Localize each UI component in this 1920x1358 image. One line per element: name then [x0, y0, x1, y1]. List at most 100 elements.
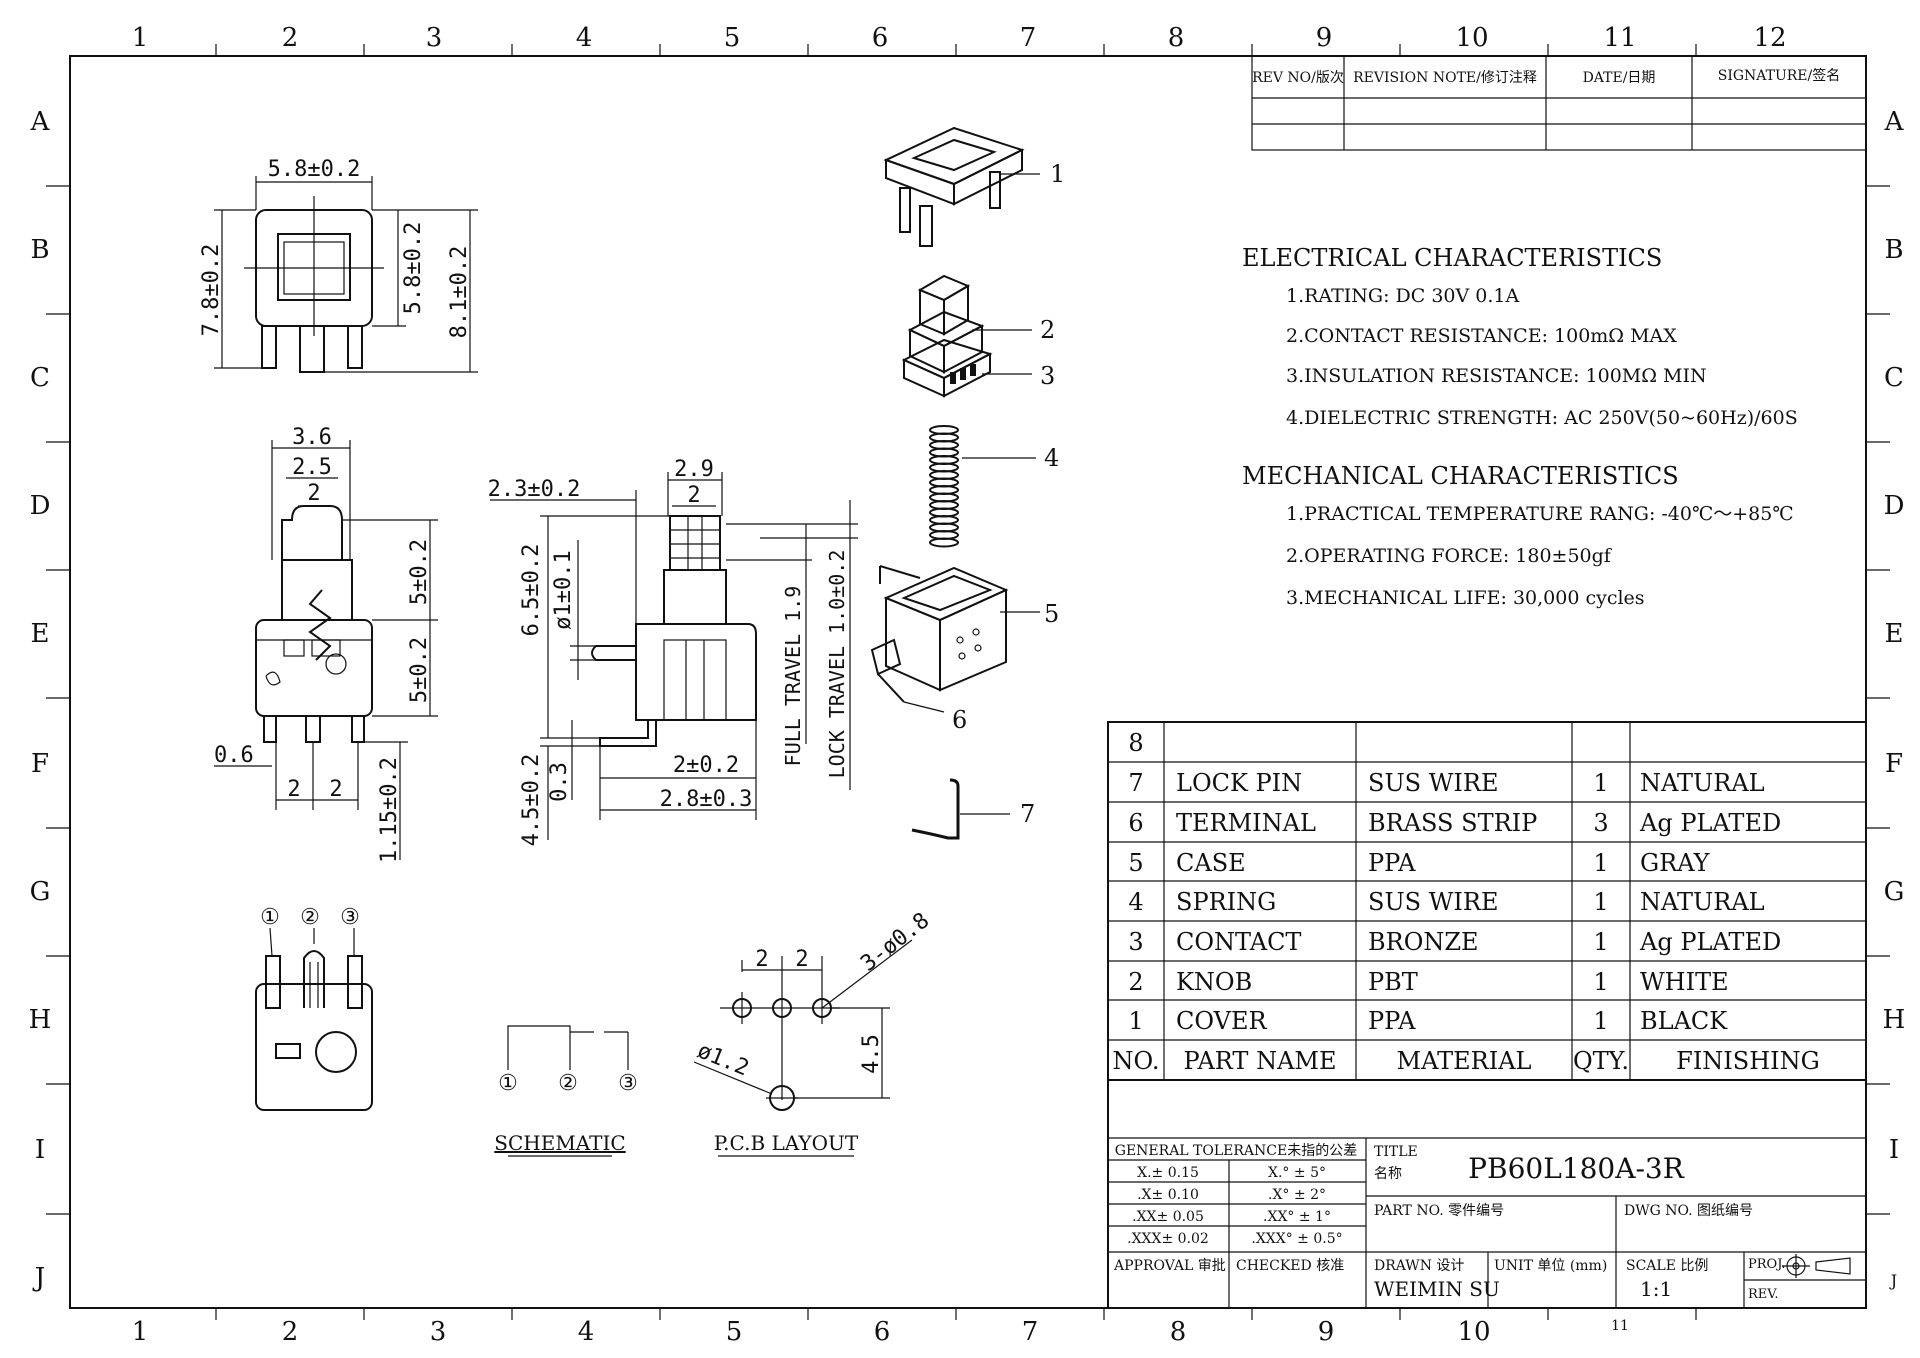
dim-side-lower: 4.5±0.2	[519, 754, 544, 847]
dim-top-height: 7.8±0.2	[199, 244, 224, 337]
border-col-label: 1	[132, 23, 149, 53]
title-label-cn: 名称	[1374, 1166, 1402, 1182]
balloon-3: 3	[1040, 362, 1055, 390]
front-view: 3.6 2.5 2 5±0.2 5±0.2 0.6 2 2 1.15±0.2	[214, 425, 438, 863]
dim-side-height: 6.5±0.2	[519, 544, 544, 637]
bom-cell: TERMINAL	[1176, 809, 1316, 837]
border-row-label: C	[1884, 363, 1904, 393]
bottom-view: ① ② ③	[255, 905, 373, 1111]
border-col-label: 1	[132, 1317, 149, 1347]
border-col-label: 2	[282, 23, 299, 53]
part-no-label: PART NO. 零件编号	[1374, 1203, 1504, 1219]
pcb-label: P.C.B LAYOUT	[714, 1131, 859, 1155]
tolerance-angular: .X° ± 2°	[1268, 1187, 1326, 1203]
rev-header-date: DATE/日期	[1583, 70, 1656, 86]
dim-side-depth: 2.8±0.3	[660, 787, 753, 812]
bom-cell: Ag PLATED	[1639, 809, 1781, 837]
dim-front-h2: 5±0.2	[407, 637, 432, 703]
unit-label: UNIT 单位 (mm)	[1494, 1258, 1607, 1274]
border-col-label: 10	[1455, 23, 1488, 53]
border-col-label: 7	[1020, 23, 1037, 53]
pcb-hole-size: 3-ø0.8	[856, 908, 934, 977]
schematic-pin-2: ②	[558, 1071, 578, 1096]
top-view: 5.8±0.2 7.8±0.2 5.8±0.2 8.1±0.2	[199, 157, 478, 373]
border-row-label: F	[31, 749, 49, 779]
balloon-4: 4	[1044, 444, 1059, 472]
bom-cell: NATURAL	[1640, 888, 1765, 916]
dim-side-diameter: ø1±0.1	[551, 550, 576, 629]
rev-header-note: REVISION NOTE/修订注释	[1353, 70, 1537, 86]
tolerance-angular: X.° ± 5°	[1268, 1165, 1326, 1181]
bom-header: QTY.	[1573, 1047, 1629, 1075]
border-col-label: 3	[426, 23, 443, 53]
bom-cell: PBT	[1368, 968, 1418, 996]
pin-label-2: ②	[300, 905, 320, 930]
electrical-item: 1.RATING: DC 30V 0.1A	[1286, 285, 1520, 307]
mechanical-characteristics: MECHANICAL CHARACTERISTICS 1.PRACTICAL T…	[1242, 462, 1794, 609]
border-row-label: D	[30, 491, 51, 521]
border-col-label: 10	[1457, 1317, 1490, 1347]
bom-cell: KNOB	[1176, 968, 1252, 996]
balloon-2: 2	[1040, 316, 1055, 344]
border-row-label: G	[1884, 877, 1905, 907]
dim-front-p2: 2	[329, 777, 342, 802]
electrical-item: 3.INSULATION RESISTANCE: 100MΩ MIN	[1286, 365, 1707, 387]
bom-cell: SUS WIRE	[1368, 769, 1498, 797]
bom-cell: CASE	[1176, 849, 1246, 877]
dim-top-width: 5.8±0.2	[268, 157, 361, 182]
dim-front-h1: 5±0.2	[407, 539, 432, 605]
rev-header-no: REV NO/版次	[1252, 70, 1344, 86]
border-row-label: I	[35, 1135, 45, 1165]
pcb-pitch-1: 2	[755, 947, 768, 972]
revision-table: REV NO/版次 REVISION NOTE/修订注释 DATE/日期 SIG…	[1251, 55, 1867, 151]
proj-label: PROJ.	[1748, 1257, 1786, 1272]
lock-travel-label: LOCK TRAVEL 1.0±0.2	[825, 550, 849, 779]
bom-header: FINISHING	[1676, 1047, 1820, 1075]
bom-header: PART NAME	[1184, 1047, 1337, 1075]
border-row-label: A	[1884, 107, 1905, 137]
dim-front-25: 2.5	[292, 455, 332, 480]
rev-label: REV.	[1748, 1287, 1779, 1302]
pcb-row-spacing: 4.5	[859, 1034, 884, 1074]
bom-cell: 8	[1128, 729, 1143, 757]
tolerance-angular: .XXX° ± 0.5°	[1251, 1231, 1342, 1247]
bom-cell: 1	[1593, 888, 1608, 916]
rev-header-signature: SIGNATURE/签名	[1718, 67, 1841, 84]
tolerance-linear: .XXX± 0.02	[1127, 1231, 1209, 1247]
border-col-label: 7	[1022, 1317, 1039, 1347]
balloon-6: 6	[952, 706, 967, 734]
electrical-characteristics: ELECTRICAL CHARACTERISTICS 1.RATING: DC …	[1242, 244, 1798, 429]
border-col-label: 5	[724, 23, 741, 53]
drawing-title: PB60L180A-3R	[1468, 1152, 1685, 1185]
bom-cell: CONTACT	[1176, 928, 1301, 956]
tolerance-linear: X.± 0.15	[1137, 1165, 1199, 1181]
border-col-label: 2	[282, 1317, 299, 1347]
bom-cell: NATURAL	[1640, 769, 1765, 797]
schematic-label: SCHEMATIC	[494, 1131, 625, 1155]
balloon-1: 1	[1050, 160, 1065, 188]
pcb-hole-large: ø1.2	[694, 1038, 752, 1081]
balloon-5: 5	[1044, 600, 1059, 628]
border-row-label: E	[31, 619, 50, 649]
bom-cell: BLACK	[1640, 1007, 1728, 1035]
balloon-7: 7	[1020, 800, 1035, 828]
bom-cell: BRONZE	[1368, 928, 1479, 956]
bom-cell: Ag PLATED	[1639, 928, 1781, 956]
border-row-label: D	[1884, 491, 1905, 521]
bom-cell: 3	[1593, 809, 1608, 837]
border-col-label: 9	[1318, 1317, 1335, 1347]
dim-side-pin: 2±0.2	[673, 753, 739, 778]
border-col-label: 4	[576, 23, 593, 53]
border-col-label: 12	[1753, 23, 1786, 53]
full-travel-label: FULL TRAVEL 1.9	[781, 586, 805, 767]
bom-cell: SUS WIRE	[1368, 888, 1498, 916]
approval-label: APPROVAL 审批	[1113, 1258, 1226, 1274]
checked-label: CHECKED 核准	[1236, 1258, 1344, 1274]
electrical-item: 2.CONTACT RESISTANCE: 100mΩ MAX	[1286, 325, 1677, 347]
dim-side-23: 2.3±0.2	[488, 477, 581, 502]
dwg-no-label: DWG NO. 图纸编号	[1624, 1203, 1753, 1219]
border-col-label: 6	[874, 1317, 891, 1347]
border-row-label: B	[1884, 235, 1903, 265]
